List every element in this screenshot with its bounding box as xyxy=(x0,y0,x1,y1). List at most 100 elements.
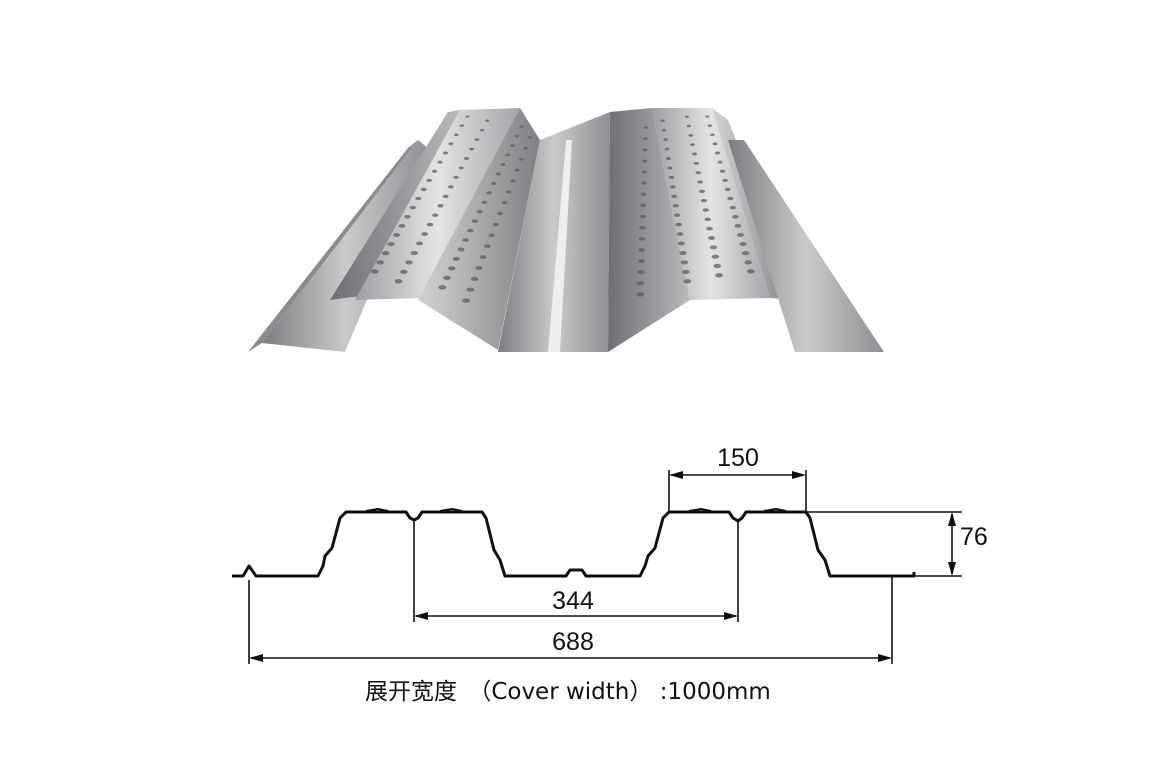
emboss-slot xyxy=(636,281,645,286)
left-rib-inner-wall xyxy=(418,108,540,350)
rib-top-detail-right-2 xyxy=(763,508,787,512)
arrow-150-right xyxy=(792,471,806,479)
emboss-slot xyxy=(676,232,684,236)
emboss-slot xyxy=(490,181,497,185)
emboss-slot xyxy=(514,168,520,172)
left-bottom-flat xyxy=(262,140,430,352)
emboss-slot xyxy=(702,208,709,212)
emboss-slot xyxy=(421,232,429,236)
emboss-slot xyxy=(447,266,456,271)
emboss-slot xyxy=(462,298,471,303)
dim-label-688: 688 xyxy=(552,628,594,656)
emboss-slot xyxy=(709,245,718,250)
emboss-slot xyxy=(394,279,403,284)
left-flange xyxy=(248,140,418,352)
emboss-slot xyxy=(692,152,697,156)
emboss-slot xyxy=(370,269,379,274)
emboss-slot xyxy=(732,214,739,219)
emboss-slot xyxy=(527,136,532,139)
emboss-slot xyxy=(711,254,719,259)
emboss-slot xyxy=(695,171,701,175)
emboss-slot xyxy=(415,196,422,201)
emboss-slot xyxy=(636,292,645,297)
emboss-slot xyxy=(705,115,710,118)
emboss-slot xyxy=(660,119,665,122)
emboss-slot xyxy=(727,196,734,201)
left-rib-outer-wall xyxy=(330,110,460,300)
emboss-slot xyxy=(437,203,444,208)
emboss-slot xyxy=(510,179,516,183)
emboss-slot xyxy=(416,241,423,246)
emboss-slot xyxy=(426,178,432,182)
cover-width-caption: 展开宽度 （Cover width） :1000mm xyxy=(365,679,771,705)
emboss-slot xyxy=(476,209,483,214)
emboss-slot xyxy=(437,160,443,164)
emboss-slot xyxy=(637,270,645,275)
emboss-slot xyxy=(501,201,508,205)
emboss-slot xyxy=(640,203,647,208)
emboss-slot xyxy=(400,269,408,274)
emboss-slot xyxy=(481,200,488,204)
caption-english: （Cover width） xyxy=(468,679,652,705)
center-trough xyxy=(498,112,610,352)
emboss-slot xyxy=(643,137,648,140)
emboss-slot xyxy=(464,157,469,160)
emboss-slot xyxy=(664,147,670,151)
emboss-slot xyxy=(454,133,459,137)
emboss-slot xyxy=(642,148,648,152)
emboss-slot xyxy=(484,244,491,249)
emboss-slot xyxy=(409,205,417,210)
deck-profile-line xyxy=(232,510,916,578)
emboss-slot xyxy=(737,233,744,237)
emboss-slot xyxy=(469,147,475,151)
dim-label-150: 150 xyxy=(717,444,759,472)
emboss-slot xyxy=(690,143,695,147)
emboss-slot xyxy=(739,242,747,247)
emboss-slot xyxy=(519,125,524,128)
emboss-slot xyxy=(381,251,390,256)
emboss-slot xyxy=(505,153,511,157)
emboss-slot xyxy=(466,287,475,292)
emboss-slot xyxy=(662,128,667,132)
emboss-slot xyxy=(679,250,687,255)
arrow-688-right xyxy=(878,654,892,662)
emboss-slot xyxy=(405,260,413,265)
arrow-76-top xyxy=(948,512,956,526)
emboss-slot xyxy=(486,191,492,195)
emboss-slot xyxy=(523,147,528,150)
emboss-slot xyxy=(710,133,715,137)
emboss-slot xyxy=(640,192,647,196)
emboss-slot xyxy=(458,166,464,170)
emboss-slot xyxy=(746,269,755,274)
emboss-slot xyxy=(641,181,647,185)
emboss-slot xyxy=(708,236,715,240)
emboss-slot xyxy=(663,138,668,141)
emboss-slot xyxy=(641,170,647,174)
emboss-slot xyxy=(639,225,646,230)
center-stiffener xyxy=(548,140,572,352)
emboss-slot xyxy=(488,233,495,238)
arrow-344-right xyxy=(724,612,738,620)
emboss-slot xyxy=(519,157,524,161)
dim-label-76: 76 xyxy=(960,523,988,551)
emboss-slot xyxy=(505,190,512,194)
emboss-slot xyxy=(452,256,460,261)
emboss-slot xyxy=(470,276,479,281)
emboss-slot xyxy=(678,241,685,246)
emboss-slot xyxy=(393,233,400,237)
emboss-slot xyxy=(642,159,648,163)
emboss-slot xyxy=(697,180,704,184)
emboss-slot xyxy=(741,251,750,256)
emboss-slot xyxy=(729,205,736,210)
embossing-pattern xyxy=(370,115,755,303)
arrow-344-left xyxy=(414,612,428,620)
emboss-slot xyxy=(700,198,707,203)
emboss-slot xyxy=(686,124,691,128)
emboss-slot xyxy=(443,275,451,280)
emboss-slot xyxy=(713,263,722,269)
emboss-slot xyxy=(668,175,675,179)
emboss-slot xyxy=(465,115,470,118)
rib-top-detail-left-2 xyxy=(439,508,463,512)
emboss-slot xyxy=(675,222,682,227)
